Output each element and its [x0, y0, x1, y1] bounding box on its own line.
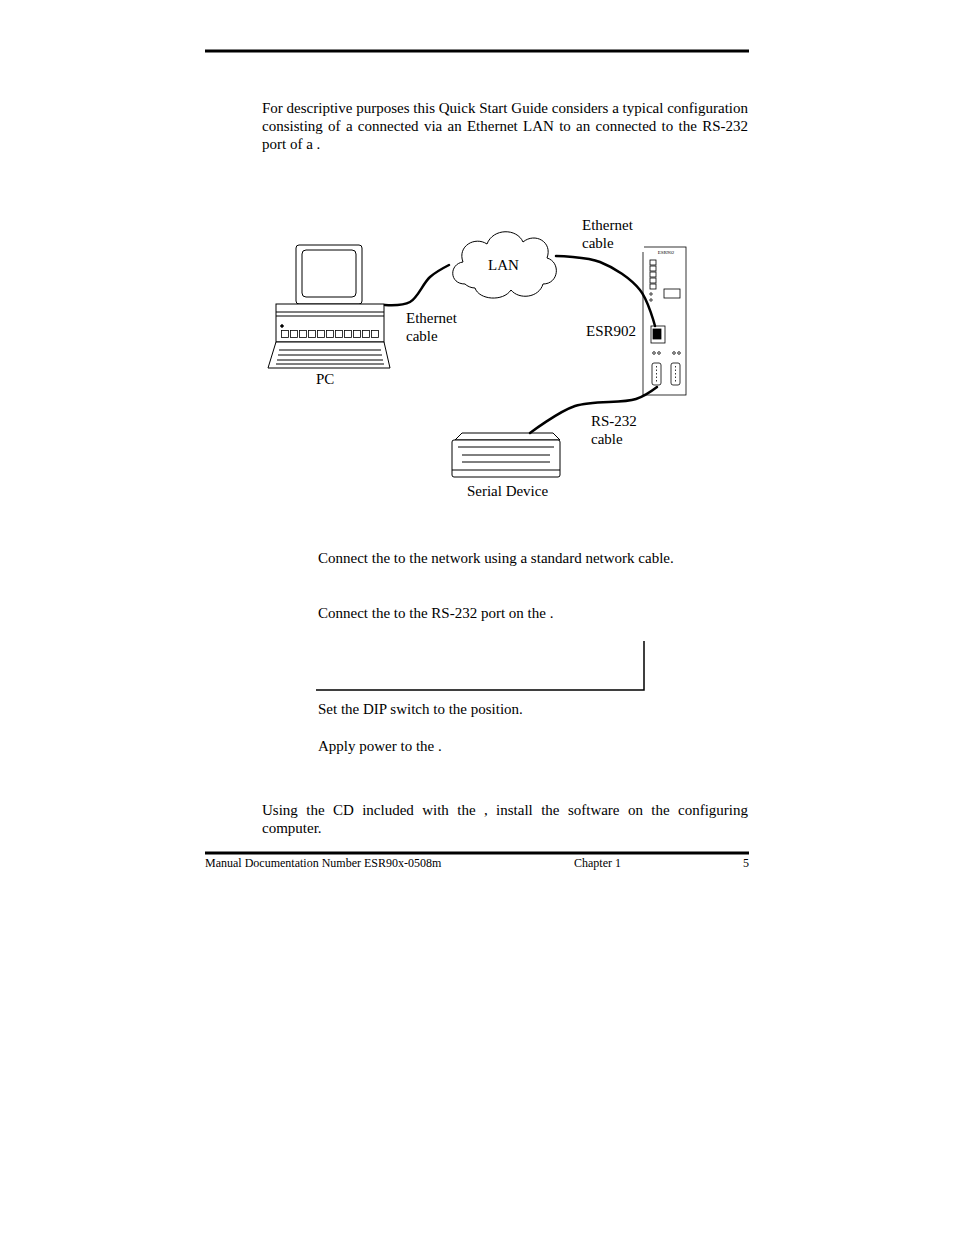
device-face-label: ESR902	[649, 250, 683, 256]
serial-device-illustration	[452, 433, 560, 477]
footer-rule	[205, 852, 749, 855]
step-text: Connect the to the RS-232 port on the .	[318, 604, 748, 622]
pc-node: PC	[265, 240, 392, 392]
step-text: Connect the to the network using a stand…	[318, 549, 748, 567]
intro-paragraph: For descriptive purposes this Quick Star…	[262, 99, 748, 153]
serial-device-node: Serial Device	[450, 430, 565, 502]
header-rule	[205, 50, 749, 53]
cable-connector	[556, 256, 655, 326]
node-label: Serial Device	[467, 482, 548, 500]
esr902-node: ESR902	[580, 247, 688, 395]
note-bracket	[316, 641, 644, 690]
cable-label: RS-232 cable	[589, 412, 651, 448]
step-text: Apply power to the .	[318, 737, 748, 755]
cable-label: Ethernet cable	[404, 309, 468, 345]
node-label: ESR902	[586, 322, 636, 340]
node-label: PC	[316, 370, 334, 388]
footer-doc-number: Manual Documentation Number ESR90x-0508m	[205, 856, 535, 871]
pc-illustration	[268, 245, 390, 368]
lan-cloud: LAN	[445, 226, 562, 302]
footer-page-number: 5	[700, 856, 749, 871]
cable-connector	[385, 265, 449, 305]
esr902-illustration	[643, 247, 686, 395]
footer-chapter: Chapter 1	[574, 856, 674, 871]
step-text: Set the DIP switch to the position.	[318, 700, 748, 718]
cable-label: Ethernet cable	[580, 216, 644, 252]
node-label: LAN	[488, 256, 519, 274]
install-paragraph: Using the CD included with the , install…	[262, 801, 748, 837]
